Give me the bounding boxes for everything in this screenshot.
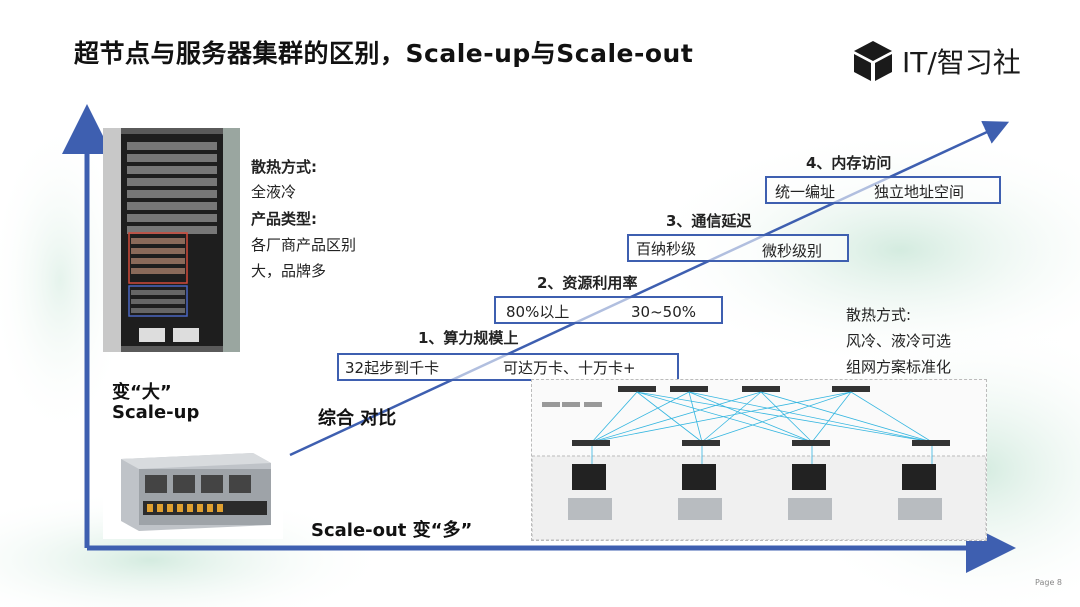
page-number: Page 8 bbox=[1035, 578, 1062, 587]
server-image bbox=[103, 437, 283, 539]
left-product-value-1: 各厂商产品区别 bbox=[251, 236, 357, 254]
left-cooling-label: 散热方式: bbox=[251, 158, 317, 176]
step-2-box bbox=[494, 296, 723, 324]
step-2-left: 80%以上 bbox=[506, 303, 570, 321]
cluster-topology-image bbox=[531, 379, 987, 541]
right-network-label: 组网方案标准化 bbox=[846, 358, 952, 376]
step-4-left: 统一编址 bbox=[775, 183, 836, 201]
step-2-right: 30~50% bbox=[631, 303, 696, 321]
step-4-right: 独立地址空间 bbox=[874, 183, 965, 201]
step-4-title: 4、内存访问 bbox=[806, 154, 892, 172]
step-1-right: 可达万卡、十万卡+ bbox=[503, 359, 636, 377]
step-4-box bbox=[765, 176, 1001, 204]
step-3-title: 3、通信延迟 bbox=[666, 212, 752, 230]
left-cooling-value: 全液冷 bbox=[251, 183, 297, 201]
cube-logo-icon bbox=[854, 41, 892, 81]
step-3-left: 百纳秒级 bbox=[636, 240, 697, 258]
left-product-value-2: 大，品牌多 bbox=[251, 262, 327, 280]
step-3-box bbox=[627, 234, 849, 262]
right-cooling-label: 散热方式: bbox=[846, 306, 912, 324]
brand-logo: IT/智习社 bbox=[852, 38, 1021, 84]
compare-label: 综合 对比 bbox=[318, 408, 397, 429]
scale-up-line2: Scale-up bbox=[112, 402, 200, 423]
step-1-left: 32起步到千卡 bbox=[345, 359, 440, 377]
logo-text: IT/智习社 bbox=[902, 46, 1021, 79]
scale-out-label: Scale-out 变“多” bbox=[311, 520, 473, 541]
left-product-label: 产品类型: bbox=[251, 210, 317, 228]
page-title: 超节点与服务器集群的区别，Scale-up与Scale-out bbox=[74, 39, 694, 68]
step-1-box bbox=[337, 353, 679, 381]
supernode-rack-image bbox=[103, 128, 240, 352]
step-2-title: 2、资源利用率 bbox=[537, 274, 638, 292]
right-cooling-value: 风冷、液冷可选 bbox=[846, 332, 952, 350]
step-3-right: 微秒级别 bbox=[762, 242, 823, 260]
step-1-title: 1、算力规模上 bbox=[418, 329, 519, 347]
scale-up-line1: 变“大” bbox=[112, 382, 172, 403]
